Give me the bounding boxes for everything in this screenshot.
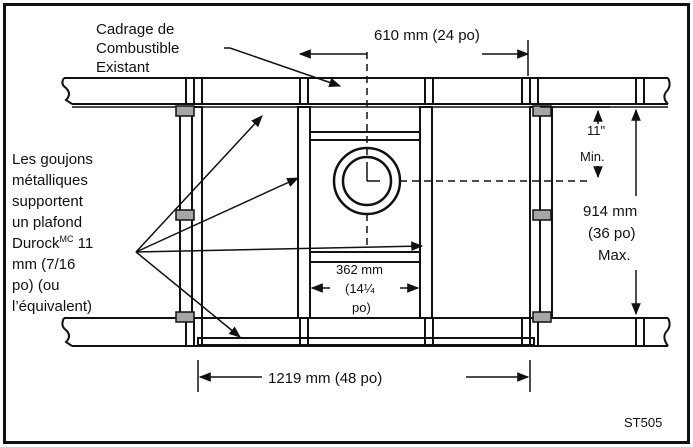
studs-leaders xyxy=(135,115,424,338)
max-914-label-1: 914 mm xyxy=(583,203,637,220)
figure-id: ST505 xyxy=(624,415,662,430)
figure-border xyxy=(3,3,690,444)
chimney-pipe-icon xyxy=(332,146,402,216)
dimension-610 xyxy=(298,40,530,76)
studs-label-4: un plafond xyxy=(12,214,82,231)
studs-label-3: supportent xyxy=(12,193,84,210)
spacing-362-label-3: po) xyxy=(352,300,371,315)
studs-label-8: l’équivalent) xyxy=(12,298,92,315)
max-914-label-2: (36 po) xyxy=(588,225,636,242)
bottom-combustible-joist xyxy=(61,317,671,347)
studs-label-5: DurockMC 11 xyxy=(12,234,93,252)
framing-label-3: Existant xyxy=(96,59,150,76)
framing-label-2: Combustible xyxy=(96,40,179,57)
max-914-label-3: Max. xyxy=(598,247,631,264)
framing-leader xyxy=(224,47,342,88)
min-clear-label-2: Min. xyxy=(580,149,605,164)
width-1219-label: 1219 mm (48 po) xyxy=(268,370,382,387)
dimension-11-min xyxy=(540,106,610,179)
spacing-362-label-2: (14¼ xyxy=(345,281,375,296)
metal-clips xyxy=(175,105,552,323)
studs-label-6: mm (7/16 xyxy=(12,256,75,273)
framing-label-1: Cadrage de xyxy=(96,21,174,38)
studs-label-7: po) (ou xyxy=(12,277,60,294)
top-combustible-joist xyxy=(61,77,671,108)
min-clear-label-1: 11" xyxy=(587,123,605,138)
studs-label-1: Les goujons xyxy=(12,151,93,168)
spacing-362-label-1: 362 mm xyxy=(336,262,383,277)
centerlines xyxy=(366,52,590,250)
dimension-1219 xyxy=(197,360,531,392)
spacing-610-label: 610 mm (24 po) xyxy=(374,27,480,44)
studs-label-2: métalliques xyxy=(12,172,88,189)
